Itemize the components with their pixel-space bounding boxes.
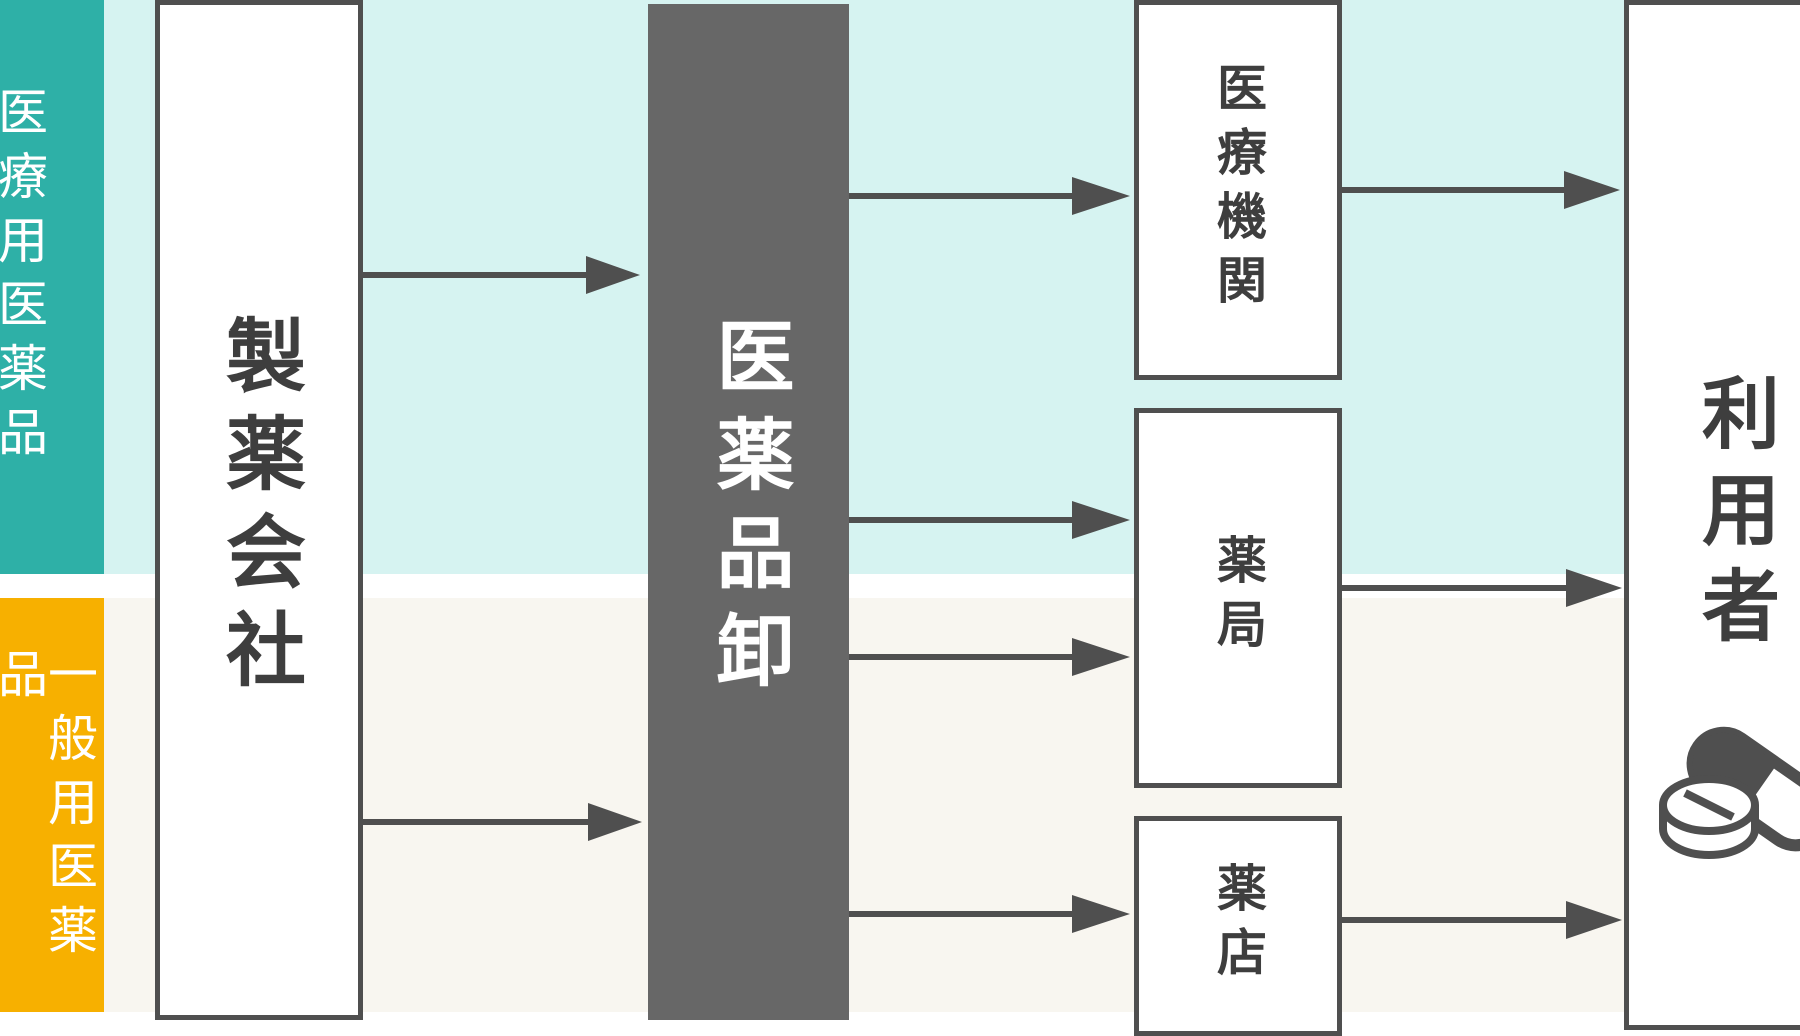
node-label-user: 利用者 [1689, 373, 1779, 661]
node-pharmaceutical-company: 製薬会社 [155, 0, 363, 1020]
node-label-wholesale: 医薬品卸 [703, 316, 794, 708]
node-user: 利用者 [1624, 0, 1800, 1030]
flow-arrows [363, 171, 1622, 939]
category-otc-drugs: 一般用医薬品 [0, 598, 104, 1012]
category-label-prescription: 医療用医薬品 [0, 86, 48, 470]
node-drugstore: 薬店 [1134, 816, 1342, 1036]
node-label-maker: 製薬会社 [213, 314, 306, 706]
node-pharmacy: 薬局 [1134, 408, 1342, 788]
node-label-drugstore: 薬店 [1209, 862, 1267, 990]
pill-capsule-icon [1659, 726, 1800, 859]
node-wholesaler: 医薬品卸 [648, 4, 849, 1020]
node-medical-institution: 医療機関 [1134, 0, 1342, 380]
category-prescription-drugs: 医療用医薬品 [0, 0, 104, 574]
node-label-hospital: 医療機関 [1209, 62, 1267, 318]
category-label-otc: 一般用医薬品 [0, 648, 98, 968]
node-label-pharmacy: 薬局 [1209, 534, 1267, 662]
